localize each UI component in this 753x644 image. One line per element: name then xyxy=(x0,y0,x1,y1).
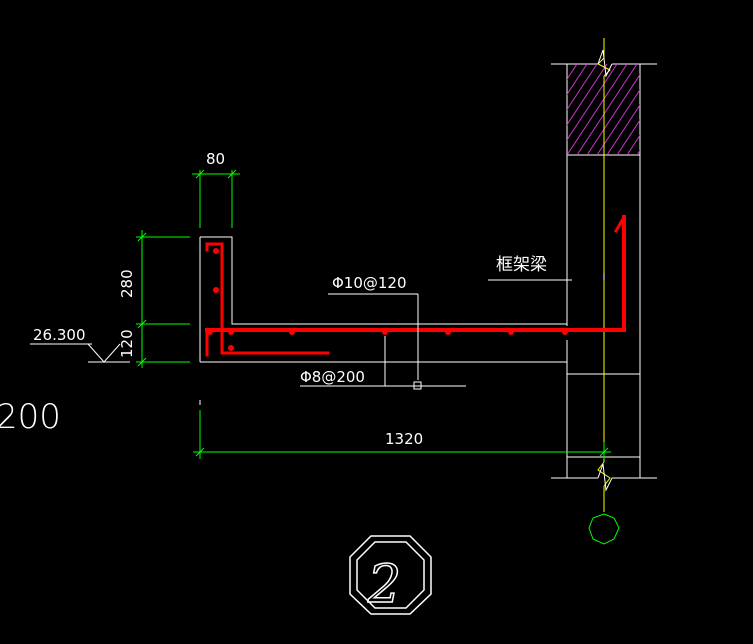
leader-lines xyxy=(300,279,572,390)
width-dimension-text: 80 xyxy=(206,150,225,168)
octagon-detail-icon xyxy=(349,535,432,615)
rebar xyxy=(205,214,627,357)
detail-number-text: 2 xyxy=(367,555,401,615)
beam-label-text: 框架梁 xyxy=(496,255,547,275)
partial-dimension-text: 200 xyxy=(0,397,61,437)
length-dimension-text: 1320 xyxy=(385,430,423,448)
rebar-main-text: Φ10@120 xyxy=(332,274,407,292)
elevation-marker xyxy=(30,343,130,363)
slab-bottom-edge xyxy=(200,361,568,374)
elevation-text: 26.300 xyxy=(33,326,86,344)
height-top-dimension-text: 280 xyxy=(118,269,136,298)
axis-bubble-icon xyxy=(588,513,620,545)
break-line-icon xyxy=(597,49,613,492)
rebar-hook-top xyxy=(613,214,627,234)
height-bottom-dimension-text: 120 xyxy=(118,329,136,358)
rebar-bottom xyxy=(220,320,330,355)
dimension-length xyxy=(193,410,611,459)
rebar-main-top xyxy=(205,215,626,332)
rebar-dots xyxy=(207,248,568,351)
rebar-upturn-stirrup xyxy=(205,242,224,357)
slab-outline xyxy=(199,236,568,405)
triangle-elevation-icon xyxy=(87,343,121,363)
dimension-height xyxy=(136,230,190,368)
beam-hatch xyxy=(567,64,640,155)
slab-top-edge xyxy=(200,236,567,325)
dimension-width xyxy=(192,169,240,228)
rebar-dist-text: Φ8@200 xyxy=(300,368,365,386)
